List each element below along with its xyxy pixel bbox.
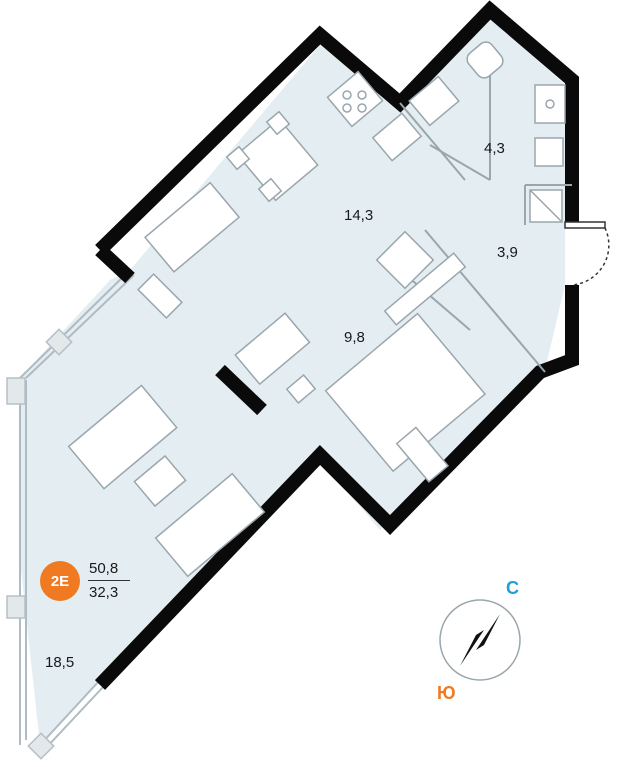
floor-area bbox=[20, 15, 565, 745]
living-area-label: 18,5 bbox=[45, 654, 75, 671]
partitions bbox=[399, 70, 572, 373]
living-furniture bbox=[67, 384, 266, 578]
total-area: 50,8 bbox=[89, 560, 119, 577]
walls bbox=[94, 0, 579, 690]
compass-needle-south bbox=[460, 630, 484, 666]
bedroom-furniture bbox=[234, 230, 487, 483]
compass-north-label: С bbox=[506, 578, 519, 598]
compass-south-label: Ю bbox=[437, 683, 456, 703]
bedroom-area-label: 9,8 bbox=[344, 329, 365, 346]
window-posts bbox=[6, 328, 73, 760]
apartment-badge: 2E bbox=[40, 561, 80, 601]
compass bbox=[439, 599, 521, 681]
kitchen-area-label: 14,3 bbox=[344, 207, 374, 224]
bathroom-fixtures bbox=[408, 41, 566, 223]
area-divider bbox=[88, 580, 130, 581]
hallway-area-label: 3,9 bbox=[497, 244, 518, 261]
bathroom-area-label: 4,3 bbox=[484, 140, 505, 157]
window-glazing bbox=[19, 269, 135, 750]
compass-needle-north bbox=[476, 614, 500, 650]
living-area: 32,3 bbox=[89, 584, 119, 601]
kitchen-furniture bbox=[137, 70, 423, 319]
entry-door bbox=[564, 221, 610, 286]
